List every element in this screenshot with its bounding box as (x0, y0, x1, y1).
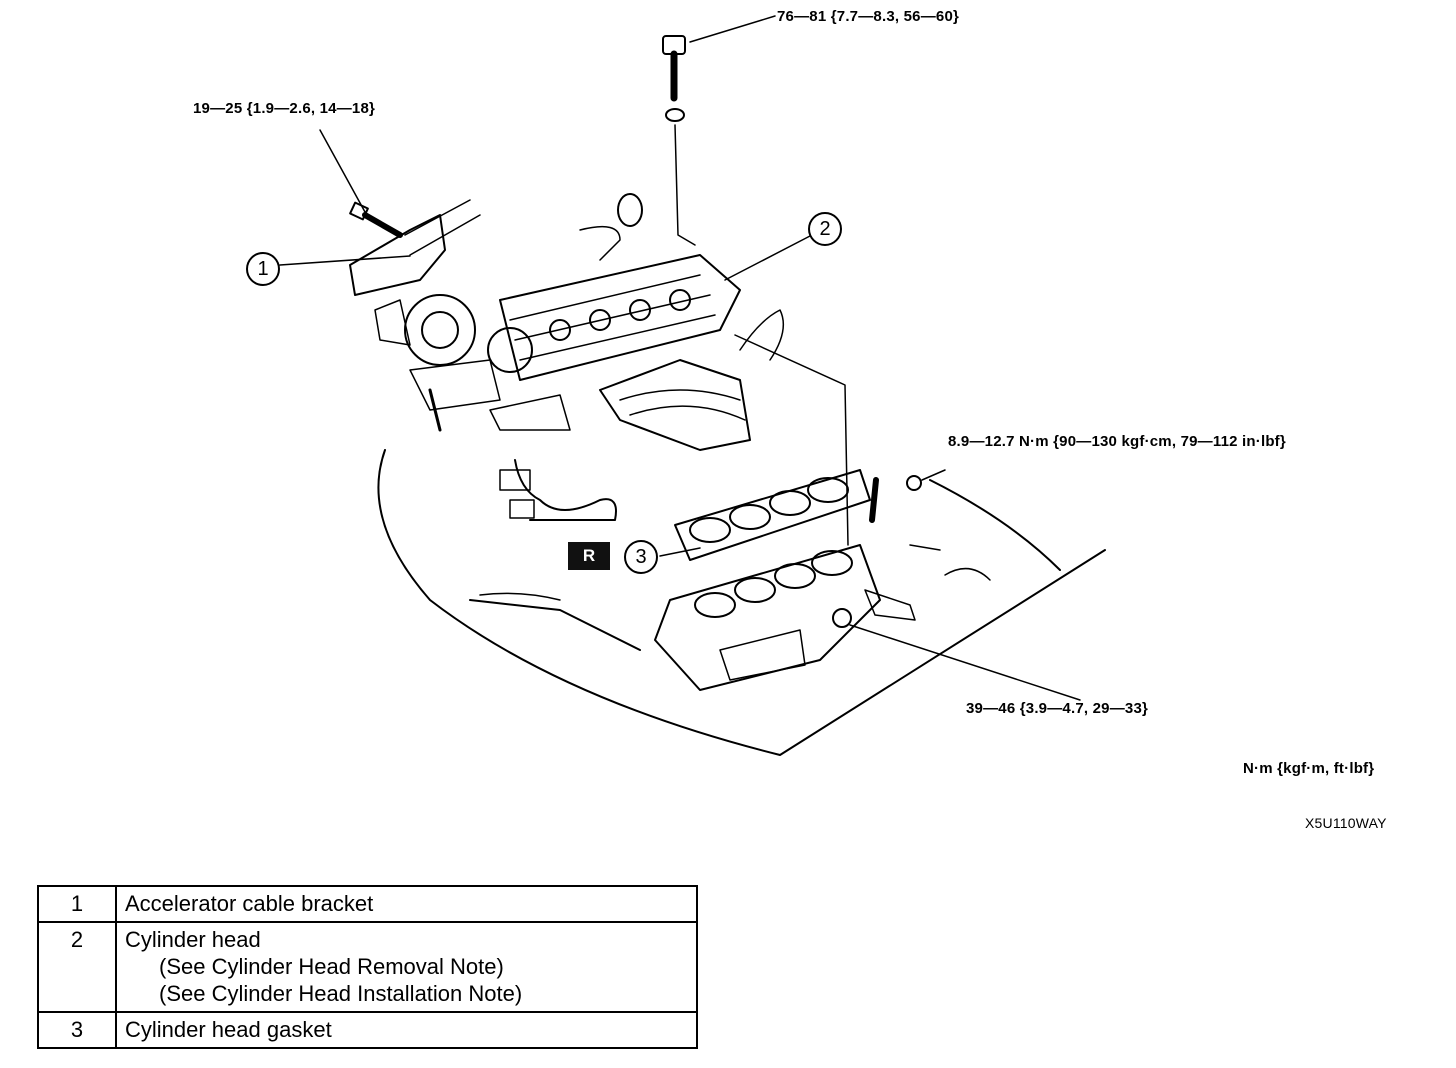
leader-callout-2 (724, 235, 811, 281)
leader-callout-1 (279, 255, 411, 266)
torque-label-bracket-bolt: 19—25 {1.9—2.6, 14—18} (193, 100, 376, 117)
cylinder-head-gasket (674, 469, 871, 561)
part-note: (See Cylinder Head Removal Note) (159, 954, 504, 979)
accelerator-cable-bracket (349, 214, 446, 296)
engine-bay-outline (377, 449, 1106, 756)
head-bolt (662, 35, 686, 122)
torque-label-stud-nut: 8.9—12.7 N·m {90—130 kgf·cm, 79—112 in·l… (948, 433, 1286, 450)
table-row: 1 Accelerator cable bracket (37, 885, 698, 923)
exploded-engine-diagram (279, 15, 1106, 756)
table-row: 2 Cylinder head (See Cylinder Head Remov… (37, 921, 698, 1013)
leader-lower-nut (849, 624, 1081, 701)
cylinder-head-assembly (374, 193, 785, 451)
torque-label-head-bolt: 76—81 {7.7—8.3, 56—60} (777, 8, 960, 25)
units-note: N·m {kgf·m, ft·lbf} (1243, 760, 1375, 777)
parts-legend-table: 1 Accelerator cable bracket 2 Cylinder h… (37, 885, 698, 1049)
part-number: 3 (37, 1011, 117, 1049)
replace-badge: R (568, 542, 610, 570)
part-name: Cylinder head (See Cylinder Head Removal… (115, 921, 698, 1013)
leader-bracket-bolt (319, 129, 366, 213)
torque-label-lower-nut: 39—46 {3.9—4.7, 29—33} (966, 700, 1149, 717)
callout-3: 3 (624, 540, 658, 574)
wiring-harness (514, 459, 617, 521)
leader-bolt-top (689, 15, 776, 43)
engine-block-deck (654, 544, 881, 691)
callout-1: 1 (246, 252, 280, 286)
part-name: Cylinder head gasket (115, 1011, 698, 1049)
part-note: (See Cylinder Head Installation Note) (159, 981, 523, 1006)
part-name: Accelerator cable bracket (115, 885, 698, 923)
lower-nut (832, 589, 916, 628)
part-number: 1 (37, 885, 117, 923)
callout-2: 2 (808, 212, 842, 246)
figure-code: X5U110WAY (1305, 815, 1387, 831)
part-number: 2 (37, 921, 117, 1013)
leader-callout-3 (659, 547, 701, 557)
stud-and-nut (869, 475, 922, 523)
leader-stud-nut (921, 469, 946, 481)
table-row: 3 Cylinder head gasket (37, 1011, 698, 1049)
bracket-bolt (349, 201, 403, 238)
